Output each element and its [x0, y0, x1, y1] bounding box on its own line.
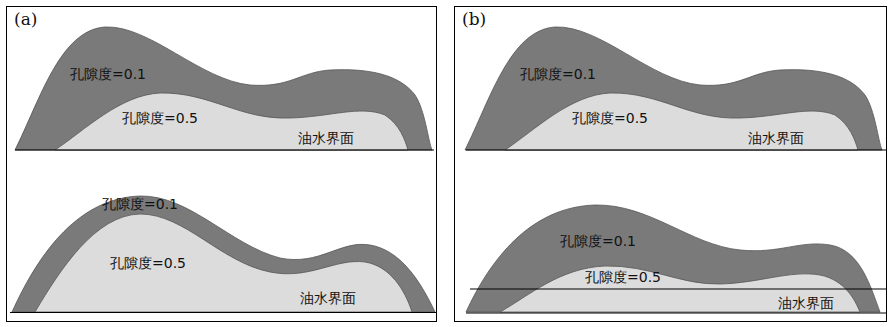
layer-outline [505, 92, 859, 151]
low-porosity-layer: 孔隙度=0.1 孔隙度=0.5 [12, 195, 436, 313]
contact-line [10, 312, 436, 313]
contact-line [470, 288, 887, 289]
porosity-label: 孔隙度=0.5 [122, 110, 198, 126]
contact-line [15, 149, 434, 150]
layer-shape [55, 93, 408, 150]
layer-shape [15, 27, 432, 150]
layer-outline [55, 92, 409, 151]
layer-outline [35, 213, 413, 313]
contact-line [466, 312, 887, 313]
layer-shape [505, 93, 858, 150]
porosity-label: 孔隙度=0.5 [585, 269, 661, 285]
layer-shape [35, 214, 412, 312]
porosity-label: 孔隙度=0.1 [560, 233, 636, 249]
panel-label: (b) [462, 10, 486, 30]
low-porosity-layer: 孔隙度=0.1 孔隙度=0.5 [465, 26, 883, 151]
layer-shape [12, 196, 435, 312]
high-porosity-core: 孔隙度=0.5 [35, 213, 413, 313]
panel: (b) 孔隙度=0.1 孔隙度=0.5 孔隙度=0.1 孔隙度=0.5 [454, 6, 887, 322]
porosity-label: 孔隙度=0.5 [572, 110, 648, 126]
contact-line [466, 149, 887, 150]
high-porosity-core: 孔隙度=0.5 [505, 92, 859, 151]
low-porosity-layer: 孔隙度=0.1 孔隙度=0.5 [15, 26, 433, 151]
panel: (a) 孔隙度=0.1 孔隙度=0.5 孔隙度=0.1 孔隙度=0.5 [6, 6, 437, 322]
layer-shape [466, 205, 880, 312]
contact-label: 油水界面 [778, 295, 834, 311]
layer-shape [465, 27, 882, 150]
panel-label: (a) [14, 10, 37, 30]
contact-label: 油水界面 [748, 130, 804, 146]
porosity-label: 孔隙度=0.1 [70, 66, 146, 82]
contact-label: 油水界面 [298, 130, 354, 146]
high-porosity-core: 孔隙度=0.5 [55, 92, 409, 151]
porosity-label: 孔隙度=0.1 [102, 196, 178, 212]
contact-label: 油水界面 [300, 290, 356, 306]
porosity-label: 孔隙度=0.5 [110, 255, 186, 271]
porosity-label: 孔隙度=0.1 [520, 66, 596, 82]
